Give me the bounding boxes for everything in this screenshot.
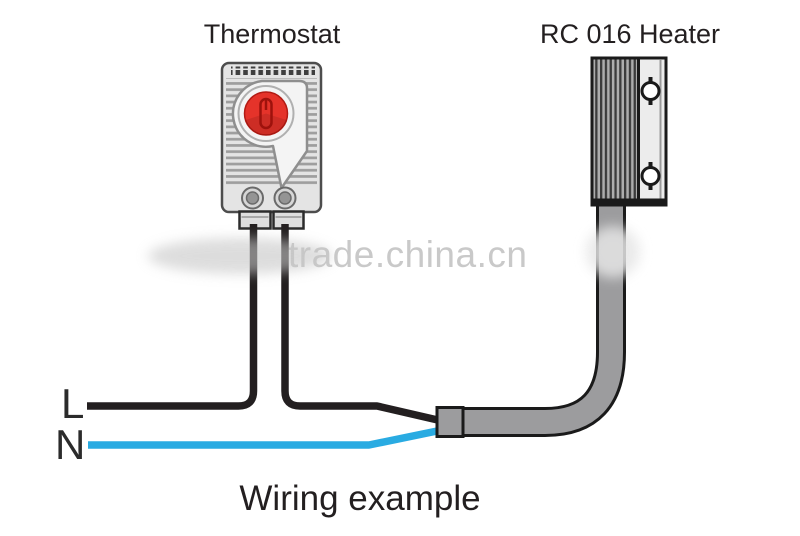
heater-label: RC 016 Heater: [540, 19, 720, 49]
heater-cable-body: [455, 203, 623, 434]
l-wire-left: [87, 224, 258, 410]
mount-hole: [640, 81, 661, 101]
terminal-screw-left: [241, 186, 264, 210]
wires: [87, 224, 443, 449]
mount-hole: [640, 166, 661, 186]
knob-ring: [237, 85, 295, 142]
cable-end-cap: [435, 406, 465, 438]
n-wire: [88, 426, 443, 449]
heater-fins: [592, 58, 638, 205]
l-terminal-label: L: [61, 380, 84, 427]
thermostat-device: [220, 61, 323, 230]
heater-cable: [455, 203, 626, 437]
terminal-clamps: [238, 210, 305, 230]
screw-inner: [278, 191, 292, 205]
terminal-screw-right: [273, 186, 297, 210]
hole-tab: [648, 185, 653, 190]
heater-bottom-bar: [590, 198, 668, 206]
adjustment-knob: [243, 91, 289, 136]
heater-mount-hole-bottom: [640, 162, 661, 190]
knob-shading: [245, 113, 287, 136]
hole-tab: [648, 100, 653, 105]
hole-tab: [648, 162, 653, 167]
watermark-smudge-right: [586, 226, 640, 278]
thermostat-label: Thermostat: [204, 19, 341, 49]
hole-tab: [648, 77, 653, 82]
n-terminal-label: N: [55, 421, 85, 468]
watermark-smudge-left: [148, 238, 332, 274]
heater-mount-hole-top: [640, 77, 661, 105]
knob-slot: [259, 97, 273, 130]
l-wire-right: [281, 224, 443, 425]
heater-device: [590, 56, 668, 207]
screw-inner: [245, 191, 260, 205]
caption-text: Wiring example: [239, 479, 480, 518]
thermostat-top-vents: [231, 66, 315, 75]
